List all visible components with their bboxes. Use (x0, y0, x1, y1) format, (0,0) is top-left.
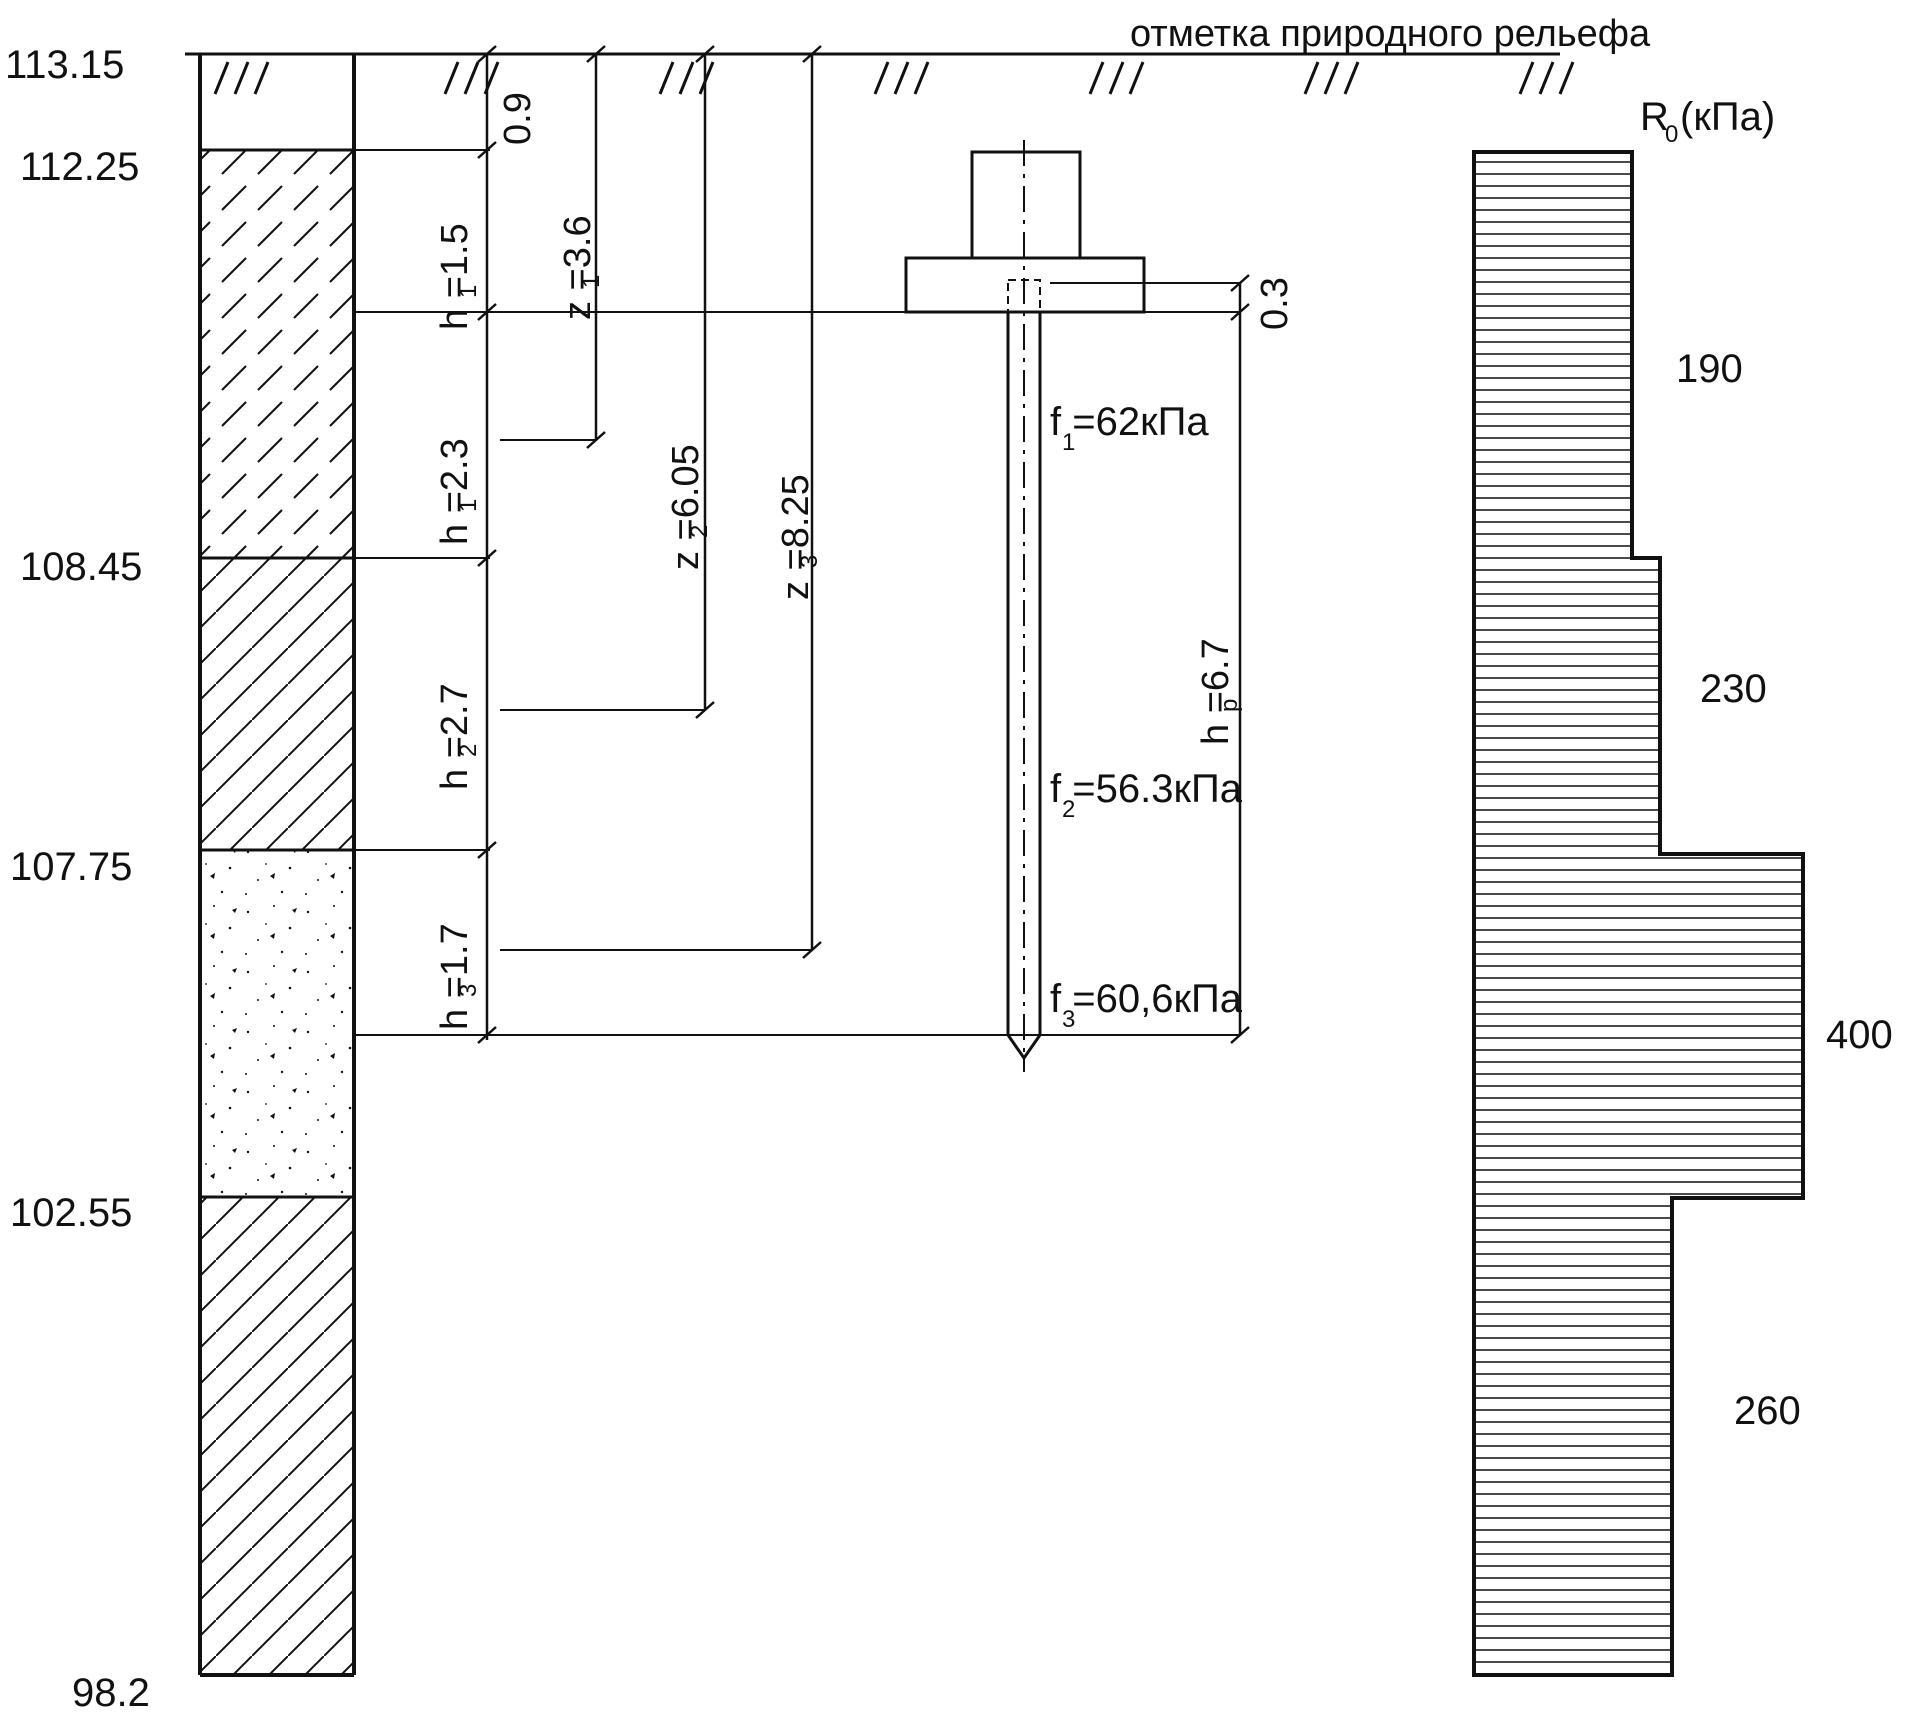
elevation-label: 102.55 (10, 1191, 132, 1235)
layer-4-fill (200, 1197, 354, 1675)
dim-z1: z =3.6 (557, 215, 599, 320)
dimension-chain (477, 45, 1250, 1044)
sub-z1: 1 (578, 275, 605, 288)
layer-1-fill (200, 150, 354, 558)
resistance-diagram (1472, 150, 1805, 1677)
sub-z3: 3 (796, 555, 823, 568)
dim-z3: z =8.25 (775, 474, 817, 600)
dim-h2: h =2.7 (434, 683, 476, 790)
sub-f1: 1 (1062, 429, 1075, 456)
sub-h3: 3 (455, 984, 482, 997)
dim-z2: z =6.05 (665, 444, 707, 570)
dim-top-offset: 0.9 (497, 92, 539, 145)
elevation-label: 113.15 (5, 43, 124, 87)
resistance-values: 190 230 400 260 (1676, 347, 1893, 1433)
dimension-labels: 0.9 h =1.5 h =2.3 h =2.7 h =1.7 z =3.6 z… (434, 92, 1296, 1030)
dimension-subscripts: 1 1 2 3 1 2 3 p (455, 275, 1243, 997)
sub-z2: 2 (686, 525, 713, 538)
sub-hp: p (1216, 699, 1243, 712)
layer-2-fill (200, 558, 354, 850)
friction-f3: f =60,6кПа (1050, 977, 1243, 1021)
friction-f2: f =56.3кПа (1050, 767, 1243, 811)
resistance-value: 230 (1700, 667, 1767, 711)
sub-h1b: 1 (455, 499, 482, 512)
resistance-title: R (кПа) (1640, 95, 1775, 139)
friction-subscripts: 1 2 3 (1062, 429, 1075, 1033)
elevation-label: 98.2 (72, 1671, 150, 1710)
friction-f1: f =62кПа (1050, 400, 1209, 444)
elevation-label: 108.45 (20, 545, 142, 589)
sub-f3: 3 (1062, 1006, 1075, 1033)
elevation-label: 112.25 (20, 145, 139, 189)
resistance-profile (1472, 150, 1805, 1677)
dim-hp: h =6.7 (1195, 638, 1237, 745)
dim-h1b: h =2.3 (434, 438, 476, 545)
sub-f2: 2 (1062, 796, 1075, 823)
dim-h1a: h =1.5 (434, 223, 476, 330)
resistance-value: 400 (1826, 1013, 1893, 1057)
column (970, 150, 1082, 260)
pile (1006, 140, 1042, 1072)
friction-labels: f =62кПа f =56.3кПа f =60,6кПа (1050, 400, 1243, 1021)
dim-cap-offset: 0.3 (1254, 277, 1296, 330)
ground-hatch (213, 61, 1575, 95)
elevation-label: 107.75 (10, 845, 132, 889)
resistance-value: 190 (1676, 347, 1743, 391)
ground-label: отметка природного рельефа (1130, 13, 1651, 55)
soil-column (198, 54, 356, 1677)
layer-3-fill (200, 850, 354, 1197)
resistance-title-sub: 0 (1665, 121, 1678, 148)
resistance-value: 260 (1734, 1389, 1801, 1433)
elevation-labels: 113.15 112.25 108.45 107.75 102.55 98.2 (5, 43, 150, 1715)
sub-h2: 2 (455, 744, 482, 757)
dim-h3: h =1.7 (434, 923, 476, 1030)
sub-h1a: 1 (455, 285, 482, 298)
